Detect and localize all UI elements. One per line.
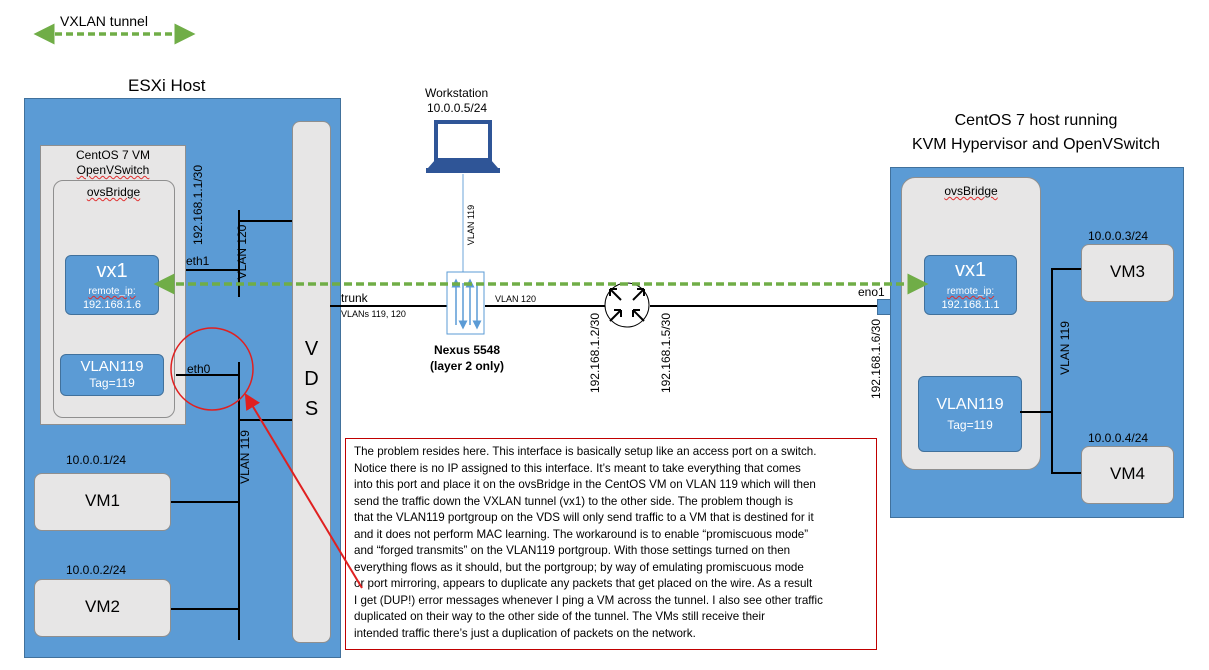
note-line-8: everything flows as it should, but the p…: [354, 560, 804, 574]
vds-switch: [292, 121, 331, 643]
vlan119-interface-esxi: VLAN119 Tag=119: [60, 354, 164, 396]
problem-highlight-circle: [170, 327, 254, 411]
problem-pointer-arrow: [244, 393, 363, 589]
vm4-link: [1051, 472, 1081, 474]
vm3-link: [1051, 268, 1081, 270]
centos-vm-label-line1: CentOS 7 VM: [75, 148, 151, 162]
problem-note: The problem resides here. This interface…: [345, 438, 877, 650]
esxi-host-title: ESXi Host: [128, 76, 206, 95]
vm2-box: [34, 579, 171, 637]
router-kvm-link: [650, 305, 878, 307]
note-line-12: intended traffic there’s just a duplicat…: [354, 626, 696, 640]
note-line-11: duplicated on their way to the other sid…: [354, 610, 765, 623]
vlan119-kvm-tag: Tag=119: [947, 418, 993, 432]
eth1-link: [186, 269, 239, 271]
trunk-link: [330, 305, 448, 307]
vx1-kvm-remote-ip: 192.168.1.1: [941, 299, 1000, 311]
vm3-box: [1081, 244, 1174, 302]
router-icon: [604, 282, 650, 328]
vx1-esxi-remote-ip: 192.168.1.6: [82, 299, 142, 311]
kvm-vlan119-bus: [1051, 268, 1053, 474]
kvm-host-title-line2-text: KVM Hypervisor and OpenVSwitch: [911, 136, 1161, 153]
kvm-host-title-line2: KVM Hypervisor and OpenVSwitch: [885, 136, 1187, 154]
note-line-5: that the VLAN119 portgroup on the VDS wi…: [354, 511, 814, 524]
ovs-bridge-esxi-label: ovsBridge: [86, 185, 141, 199]
vx1-esxi-remote-label: remote_ip:: [88, 286, 136, 297]
vm2-name: VM2: [85, 597, 120, 616]
vlan119-kvm-title: VLAN119: [936, 396, 1004, 413]
trunk-vlans-label: VLANs 119, 120: [341, 309, 406, 319]
vm2-ip: 10.0.0.2/24: [66, 563, 127, 577]
eno1-port: [877, 299, 891, 315]
nexus-label-line2: (layer 2 only): [429, 359, 505, 373]
vlan119-esxi-title: VLAN119: [80, 358, 144, 375]
vm4-name: VM4: [1110, 464, 1145, 483]
note-line-9: or port mirroring, appears to duplicate …: [354, 577, 813, 590]
vds-letter-d: D: [304, 368, 319, 390]
vlan119-link-vds: [238, 419, 293, 421]
vds-letter-v: V: [304, 338, 319, 360]
note-line-1: The problem resides here. This interface…: [354, 445, 817, 458]
note-line-4: send the traffic down the VXLAN tunnel (…: [354, 494, 794, 508]
workstation-title: Workstation: [425, 86, 489, 100]
vm2-link: [170, 608, 239, 610]
eth1-label: eth1: [186, 254, 210, 268]
vlan119-esxi-tag: Tag=119: [89, 376, 135, 390]
vx1-esxi-title: vx1: [96, 260, 128, 282]
laptop-icon: [426, 120, 500, 173]
router-vlan120-label: VLAN 120: [495, 294, 537, 304]
kvm-host-title-line1: CentOS 7 host running: [954, 112, 1118, 129]
vm1-box: [34, 473, 171, 531]
vx1-kvm-remote-label: remote_ip:: [946, 286, 995, 297]
vlan119-interface-kvm: VLAN119 Tag=119: [918, 376, 1022, 452]
nexus-switch-icon: [446, 271, 485, 335]
centos-vm-label-line2: OpenVSwitch: [76, 163, 150, 177]
trunk-label: trunk: [341, 291, 368, 305]
nexus-router-link: [485, 305, 605, 307]
vm1-link: [170, 501, 239, 503]
nexus-label-line1: Nexus 5548: [433, 343, 501, 357]
note-line-2: Notice there is no IP assigned to this i…: [354, 461, 801, 475]
kvm-vlan119-link: [1020, 411, 1052, 413]
note-line-10: I get (DUP!) error messages whenever I p…: [354, 593, 823, 607]
vm3-ip: 10.0.0.3/24: [1088, 229, 1149, 243]
note-line-3: into this port and place it on the ovsBr…: [354, 478, 816, 491]
vlan120-bus: [238, 210, 240, 297]
workstation-ip: 10.0.0.5/24: [427, 101, 488, 115]
vx1-interface-esxi: vx1 remote_ip: 192.168.1.6: [65, 255, 159, 315]
eth0-link: [176, 374, 239, 376]
vm1-name: VM1: [85, 491, 120, 510]
ovs-bridge-kvm-label: ovsBridge: [944, 184, 998, 198]
vm1-ip: 10.0.0.1/24: [66, 453, 127, 467]
vx1-kvm-title: vx1: [954, 259, 987, 281]
vds-letter-s: S: [304, 398, 319, 420]
vlan119-bus: [238, 362, 240, 640]
note-line-6: and it does not perform MAC learning. Th…: [354, 527, 809, 541]
note-line-7: and “forged transmits” on the VLAN119 po…: [354, 544, 791, 557]
vm3-name: VM3: [1110, 262, 1145, 281]
vm4-ip: 10.0.0.4/24: [1088, 431, 1149, 445]
vlan120-link-vds: [238, 220, 293, 222]
eth0-label: eth0: [187, 362, 211, 376]
vx1-interface-kvm: vx1 remote_ip: 192.168.1.1: [924, 255, 1017, 315]
vm4-box: [1081, 446, 1174, 504]
